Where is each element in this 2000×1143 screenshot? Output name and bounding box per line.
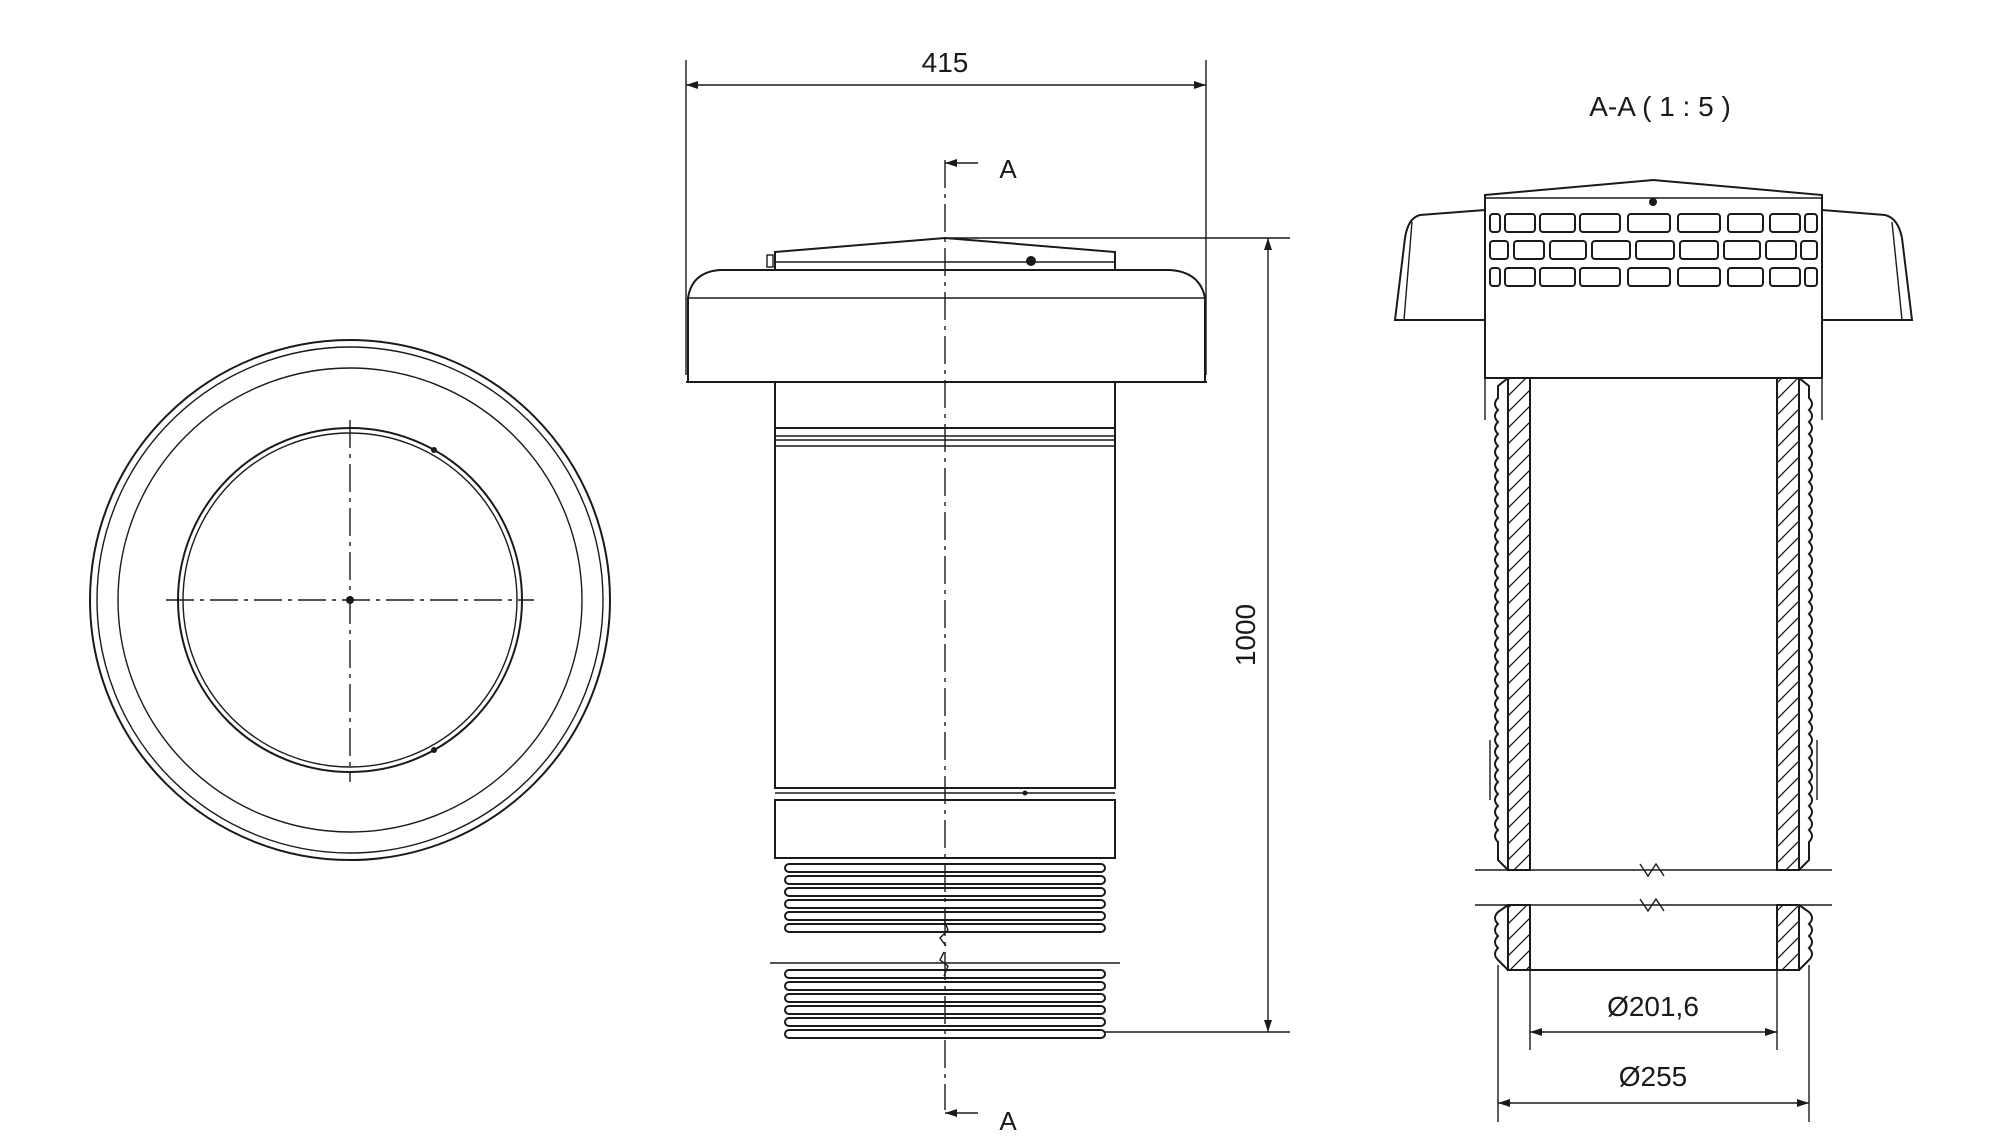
- right-wall-upper: [1776, 377, 1800, 871]
- section-title: A-A ( 1 : 5 ): [1589, 91, 1731, 122]
- grille: [1489, 213, 1818, 287]
- top-view: [89, 339, 611, 861]
- left-wall-upper: [1507, 377, 1531, 871]
- dim-outer-diameter-label: Ø255: [1619, 1061, 1688, 1092]
- right-wall-lower: [1776, 904, 1800, 971]
- dim-inner-diameter-label: Ø201,6: [1607, 991, 1699, 1022]
- section-marker-top: A: [999, 154, 1017, 184]
- dim-height-label: 1000: [1230, 604, 1261, 666]
- dim-width-label: 415: [922, 47, 969, 78]
- side-view: A A 415 1000: [685, 47, 1290, 1136]
- section-marker-bottom: A: [999, 1106, 1017, 1136]
- left-wall-lower: [1507, 904, 1531, 971]
- section-view: A-A ( 1 : 5 ): [1393, 91, 1914, 1122]
